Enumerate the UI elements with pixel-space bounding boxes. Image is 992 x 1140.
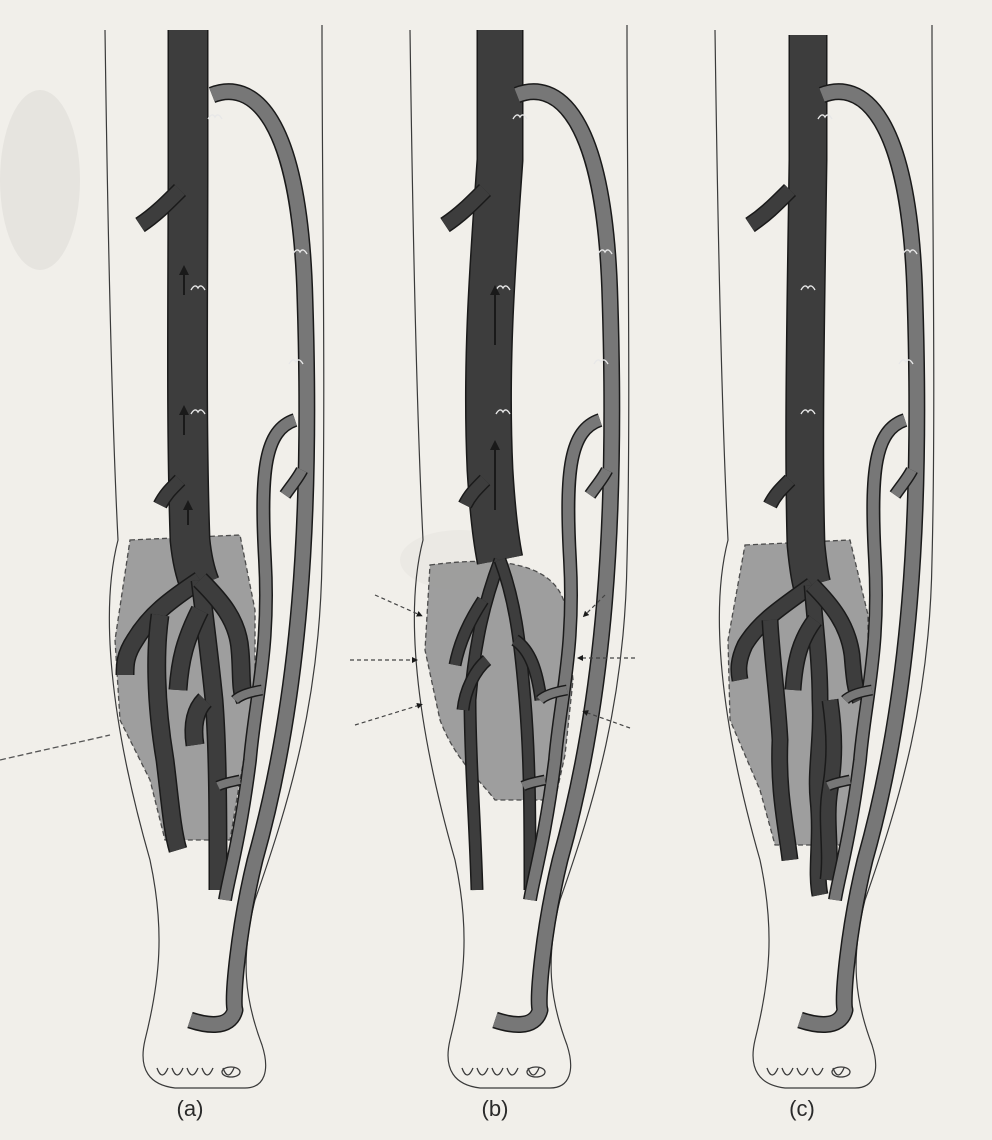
perforator-vein <box>218 780 240 786</box>
panel-b <box>350 25 635 1088</box>
panel-a <box>105 25 324 1088</box>
panel-label-a: (a) <box>150 1096 230 1122</box>
deep-vein-trunk <box>805 35 812 585</box>
deep-vein-trunk <box>188 30 201 585</box>
toe <box>187 1068 198 1075</box>
toe <box>492 1068 503 1075</box>
toe <box>462 1068 473 1075</box>
toe <box>172 1068 183 1075</box>
toe <box>202 1068 213 1075</box>
toe <box>767 1068 778 1075</box>
toe <box>812 1068 823 1075</box>
deep-vein-tributary <box>750 190 790 225</box>
panel-c <box>715 25 934 1088</box>
toe <box>797 1068 808 1075</box>
calf-deep-vein <box>194 700 205 745</box>
toe <box>507 1068 518 1075</box>
valve <box>208 115 222 119</box>
toe <box>782 1068 793 1075</box>
perforator-vein <box>523 780 545 786</box>
toe <box>477 1068 488 1075</box>
pointer-line <box>0 735 110 760</box>
paper-stain <box>0 90 80 270</box>
pressure-arrow <box>375 595 420 615</box>
panel-label-b: (b) <box>455 1096 535 1122</box>
toe <box>157 1068 168 1075</box>
panel-label-c: (c) <box>762 1096 842 1122</box>
perforator-vein <box>828 780 850 786</box>
pressure-arrow <box>355 705 420 725</box>
